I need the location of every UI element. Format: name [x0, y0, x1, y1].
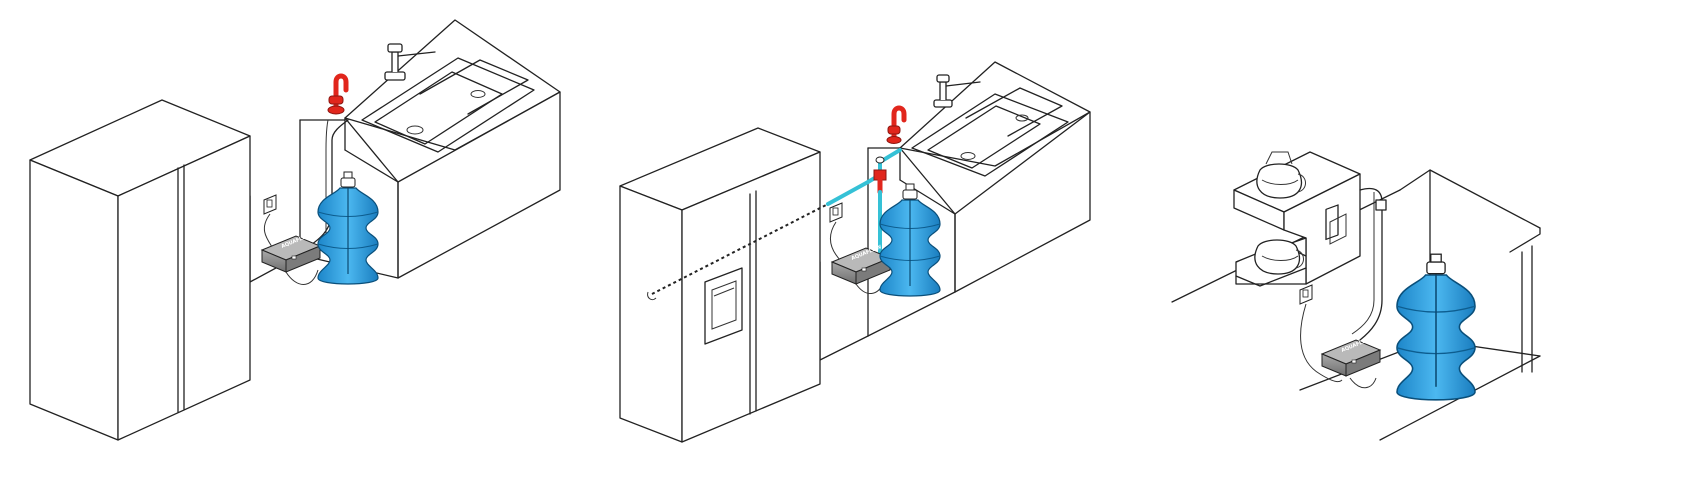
water-pump-icon: AQUAFLOW — [261, 232, 321, 273]
faucet-icon — [933, 74, 981, 108]
water-bottle-icon — [879, 183, 941, 297]
scene-3-coffee-maker: AQUAFLOW — [1171, 151, 1541, 441]
hot-water-tap-icon — [327, 73, 349, 115]
water-pump-icon: AQUAFLOW — [831, 244, 891, 285]
coffee-maker-icon — [1233, 151, 1361, 287]
water-bottle-icon — [1396, 253, 1476, 401]
scene-1-sink-dispenser: AQUAFLOW — [29, 19, 561, 441]
sink-cabinet — [299, 19, 561, 279]
scene-2-dispenser-and-refrigerator: AQUAFLOW — [619, 61, 1091, 443]
refrigerator-icon — [29, 99, 251, 441]
faucet-icon — [384, 43, 436, 81]
wall-outlet-icon — [829, 202, 843, 223]
hot-water-tap-icon — [886, 105, 907, 144]
sink-cabinet — [867, 61, 1091, 337]
wall-outlet-icon — [263, 194, 277, 215]
refrigerator-icon — [619, 127, 821, 443]
water-pump-icon: AQUAFLOW — [1321, 336, 1381, 377]
wall-outlet-icon — [1299, 284, 1313, 305]
